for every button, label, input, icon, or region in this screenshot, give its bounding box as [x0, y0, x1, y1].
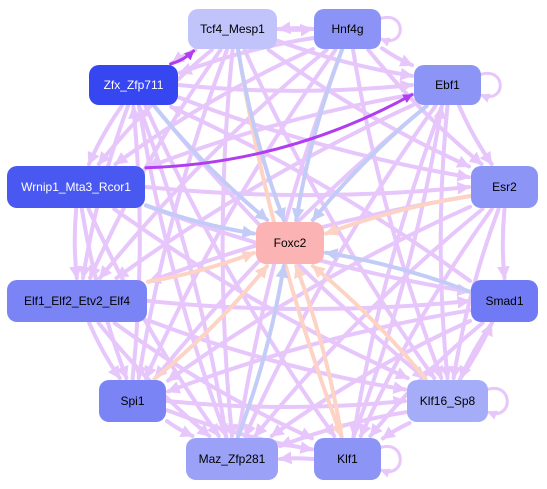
node-foxc2[interactable]: Foxc2 — [256, 222, 324, 264]
edge-zfx-to-ebf1 — [177, 79, 414, 93]
self-loop-klf16 — [485, 386, 509, 420]
edge-ebf1-to-elf1 — [114, 103, 415, 280]
edge-hnf4g-to-zfx — [178, 36, 315, 75]
edge-ebf1-to-foxc2 — [310, 104, 429, 222]
edge-ebf1-to-klf1 — [349, 104, 444, 438]
edge-wrnip1-to-esr2 — [144, 181, 471, 198]
node-hnf4g[interactable]: Hnf4g — [314, 9, 381, 49]
edge-wrnip1-to-ebf1 — [144, 93, 414, 170]
edge-smad1-to-zfx — [169, 105, 472, 283]
edge-tcf4-to-ebf1 — [276, 38, 414, 81]
edge-maz-to-zfx — [137, 105, 229, 439]
node-klf16-sp8[interactable]: Klf16_Sp8 — [407, 380, 488, 422]
edge-klf16-to-smad1 — [458, 322, 494, 381]
edge-hnf4g-to-wrnip1 — [113, 47, 315, 166]
node-ebf1[interactable]: Ebf1 — [414, 65, 481, 105]
edge-wrnip1-to-foxc2 — [144, 203, 256, 239]
node-wrnip1-mta3-rcor1[interactable]: Wrnip1_Mta3_Rcor1 — [7, 166, 145, 208]
edge-smad1-to-foxc2 — [324, 248, 472, 294]
node-maz-zfp281[interactable]: Maz_Zfp281 — [186, 438, 278, 480]
edge-tcf4-to-klf16 — [242, 48, 437, 380]
edge-hnf4g-to-klf16 — [351, 48, 444, 380]
edge-zfx-to-klf1 — [143, 104, 337, 438]
node-label: Klf16_Sp8 — [419, 394, 476, 408]
edge-klf1-to-ebf1 — [351, 105, 447, 439]
self-loop-klf1 — [378, 444, 402, 478]
edge-hnf4g-to-tcf4 — [277, 21, 315, 35]
edge-elf1-to-spi1 — [87, 321, 122, 380]
node-label: Spi1 — [120, 394, 145, 408]
edge-ebf1-to-wrnip1 — [145, 92, 415, 170]
edge-esr2-to-maz — [253, 207, 485, 438]
edge-zfx-to-foxc2 — [152, 104, 270, 222]
edge-ebf1-to-esr2 — [457, 104, 494, 166]
edge-klf16-to-klf1 — [381, 421, 412, 441]
edge-klf1-to-foxc2 — [294, 264, 344, 439]
edge-spi1-to-zfx — [128, 105, 142, 381]
edge-tcf4-to-foxc2 — [236, 48, 286, 222]
node-zfx-zfp711[interactable]: Zfx_Zfp711 — [89, 65, 178, 105]
edge-maz-to-foxc2 — [235, 264, 289, 439]
edge-wrnip1-to-elf1 — [69, 207, 82, 280]
edge-hnf4g-to-elf1 — [97, 48, 329, 280]
node-label: Maz_Zfp281 — [198, 452, 266, 466]
edge-spi1-to-maz — [165, 419, 195, 438]
node-label: Elf1_Elf2_Etv2_Elf4 — [23, 294, 131, 308]
edge-spi1-to-foxc2 — [152, 264, 270, 381]
edge-zfx-to-wrnip1 — [87, 104, 124, 166]
edge-wrnip1-to-maz — [86, 207, 221, 438]
edge-zfx-to-tcf4 — [169, 49, 196, 66]
node-label: Zfx_Zfp711 — [103, 78, 164, 92]
edge-klf16-to-foxc2 — [310, 264, 428, 381]
edge-tcf4-to-maz — [220, 48, 238, 438]
edge-esr2-to-smad1 — [497, 207, 510, 280]
edge-spi1-to-klf16 — [165, 395, 407, 409]
edge-elf1-to-smad1 — [146, 295, 471, 312]
edge-hnf4g-to-ebf1 — [380, 46, 414, 68]
edge-hnf4g-to-foxc2 — [291, 48, 344, 222]
edge-klf1-to-maz — [278, 451, 315, 465]
node-label: Ebf1 — [435, 78, 460, 92]
node-label: Esr2 — [492, 180, 517, 194]
edge-smad1-to-maz — [269, 319, 472, 438]
node-smad1[interactable]: Smad1 — [471, 280, 538, 322]
node-elf1-elf2-etv2-elf4[interactable]: Elf1_Elf2_Etv2_Elf4 — [7, 280, 147, 322]
node-label: Smad1 — [485, 294, 524, 308]
node-label: Klf1 — [337, 452, 358, 466]
edge-smad1-to-spi1 — [166, 308, 472, 394]
node-label: Tcf4_Mesp1 — [200, 22, 265, 36]
node-label: Wrnip1_Mta3_Rcor1 — [21, 180, 131, 194]
self-loop-hnf4g — [378, 15, 402, 47]
node-tcf4-mesp1[interactable]: Tcf4_Mesp1 — [188, 9, 277, 49]
self-loop-ebf1 — [478, 71, 502, 103]
edge-esr2-to-foxc2 — [324, 194, 472, 236]
node-label: Hnf4g — [331, 22, 364, 36]
node-label: Foxc2 — [273, 236, 307, 250]
edge-ebf1-to-maz — [243, 104, 438, 438]
node-klf1[interactable]: Klf1 — [314, 438, 381, 480]
edge-esr2-to-spi1 — [166, 204, 472, 383]
node-spi1[interactable]: Spi1 — [99, 380, 166, 422]
node-esr2[interactable]: Esr2 — [471, 166, 538, 208]
edge-elf1-to-foxc2 — [146, 250, 256, 284]
